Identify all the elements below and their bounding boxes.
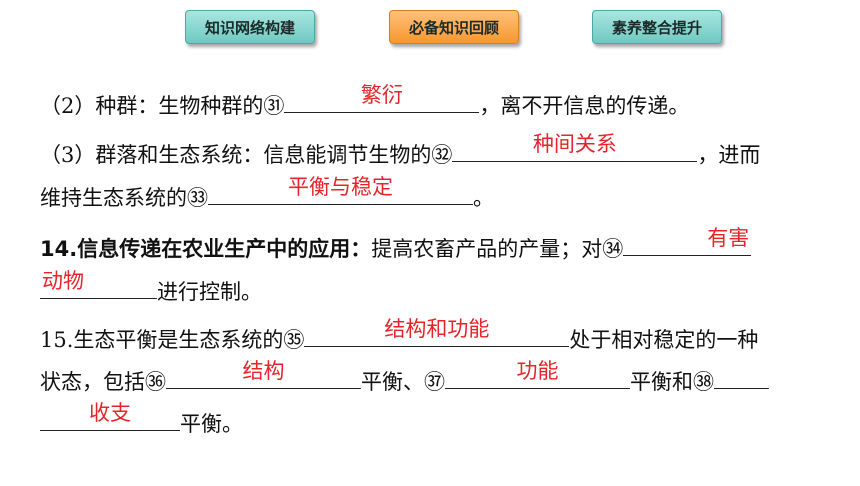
blank-32: 种间关系 — [452, 132, 698, 162]
text-line-6: 15.生态平衡是生态系统的㉟ 结构和功能 处于相对稳定的一种 — [40, 317, 759, 354]
tab-bar: 知识网络构建 必备知识回顾 素养整合提升 — [0, 10, 860, 46]
line-text: （3）群落和生态系统：信息能调节生物的㉜ — [40, 143, 453, 167]
line-text: 平衡和㊳ — [630, 370, 714, 394]
line-text: 维持生态系统的㉝ — [40, 186, 208, 210]
blank-31: 繁衍 — [284, 83, 480, 113]
blank-38 — [714, 364, 769, 389]
answer-34-part2: 动物 — [42, 269, 84, 293]
text-line-8: 收支 平衡。 — [40, 401, 243, 438]
blank-38-cont: 收支 — [40, 401, 180, 431]
tab-literacy-integration[interactable]: 素养整合提升 — [592, 10, 722, 44]
line-text: 平衡、㊲ — [361, 370, 445, 394]
line-text: 状态，包括㊱ — [40, 370, 166, 394]
line-text: ，进而 — [697, 143, 761, 167]
tab-knowledge-network[interactable]: 知识网络构建 — [185, 10, 315, 44]
line-text: 处于相对稳定的一种 — [569, 328, 759, 352]
text-line-7: 状态，包括㊱ 结构 平衡、㊲ 功能 平衡和㊳ — [40, 359, 769, 396]
blank-36: 结构 — [166, 359, 361, 389]
line-text: ，离不开信息的传递。 — [479, 94, 690, 118]
line-text: 15.生态平衡是生态系统的㉟ — [40, 328, 305, 352]
answer-33: 平衡与稳定 — [288, 175, 393, 199]
text-line-2: （3）群落和生态系统：信息能调节生物的㉜ 种间关系 ，进而 — [40, 132, 761, 169]
text-line-3: 维持生态系统的㉝ 平衡与稳定 。 — [40, 175, 494, 212]
answer-32: 种间关系 — [532, 132, 617, 156]
line-text: 进行控制。 — [157, 280, 262, 304]
blank-37: 功能 — [445, 359, 630, 389]
blank-33: 平衡与稳定 — [208, 175, 473, 205]
section-heading-14: 14.信息传递在农业生产中的应用： — [40, 237, 372, 261]
answer-37: 功能 — [516, 359, 559, 383]
blank-35: 结构和功能 — [304, 317, 570, 347]
line-text: 。 — [473, 186, 494, 210]
tab-essential-knowledge-review[interactable]: 必备知识回顾 — [389, 10, 519, 44]
text-line-4: 14.信息传递在农业生产中的应用：提高农畜产品的产量；对㉞ 有害 — [40, 226, 752, 263]
line-text: （2）种群：生物种群的㉛ — [40, 94, 285, 118]
answer-36: 结构 — [242, 359, 285, 383]
blank-34: 有害 — [623, 226, 752, 256]
text-line-1: （2）种群：生物种群的㉛ 繁衍 ，离不开信息的传递。 — [40, 83, 690, 120]
answer-35: 结构和功能 — [384, 317, 490, 341]
answer-38: 收支 — [89, 401, 131, 425]
blank-34-cont: 动物 — [40, 269, 157, 299]
line-text: 平衡。 — [180, 412, 243, 436]
line-text: 提高农畜产品的产量；对㉞ — [371, 237, 624, 261]
answer-31: 繁衍 — [360, 83, 403, 107]
answer-34-part1: 有害 — [707, 226, 750, 250]
text-line-5: 动物 进行控制。 — [40, 269, 262, 306]
